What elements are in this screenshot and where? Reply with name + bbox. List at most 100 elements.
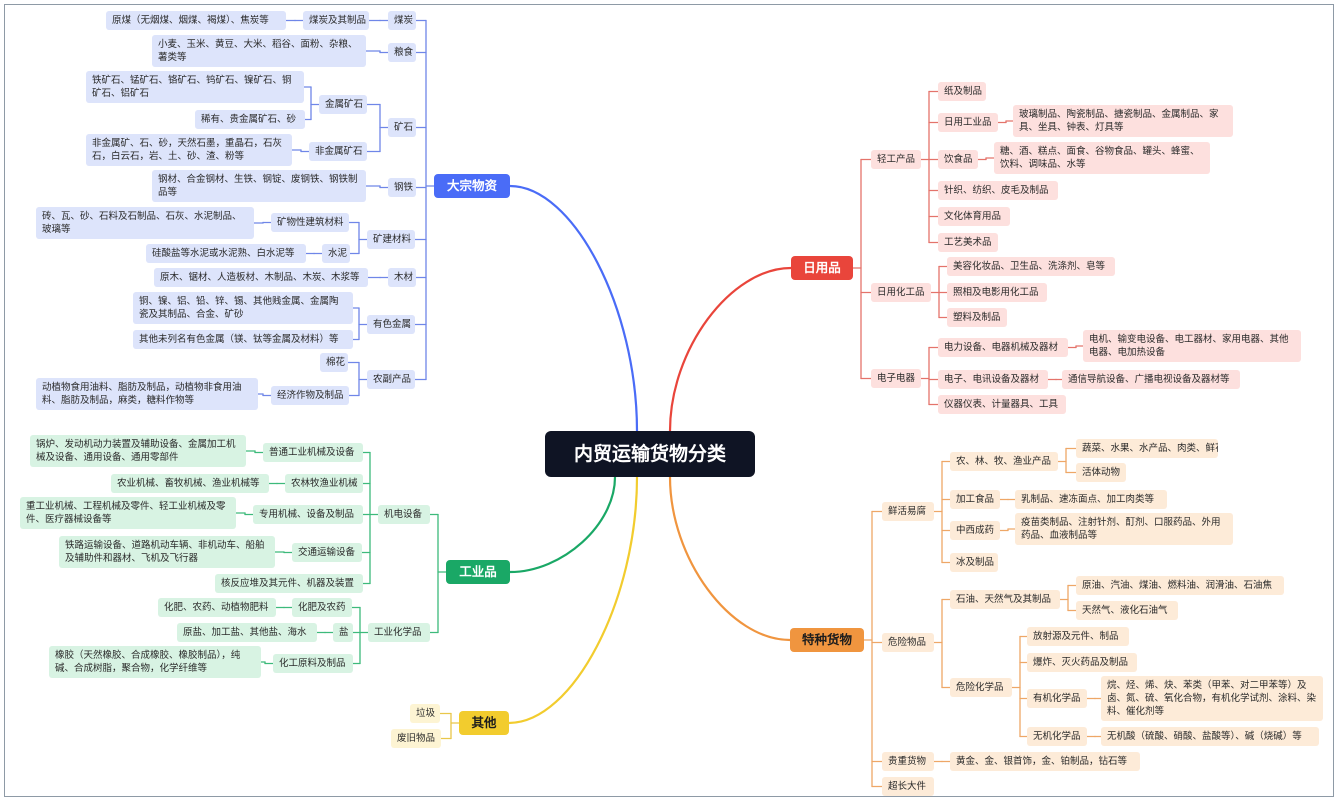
node-food-beverage[interactable]: 饮食品 [938, 150, 978, 169]
node-general-machinery[interactable]: 普通工业机械及设备 [263, 443, 363, 462]
node-instruments-tools[interactable]: 仪器仪表、计量器具、工具 [938, 395, 1066, 414]
node-agricultural-products[interactable]: 农副产品 [367, 370, 415, 389]
node-electronics[interactable]: 电子电器 [871, 369, 921, 388]
node-dangerous-goods[interactable]: 危险物品 [882, 633, 934, 652]
branch-other[interactable]: 其他 [459, 711, 509, 735]
node-petroleum[interactable]: 石油、天然气及其制品 [950, 590, 1060, 609]
leaf-wood[interactable]: 原木、锯材、人造板材、木制品、木炭、木浆等 [154, 268, 368, 287]
leaf-valuables[interactable]: 黄金、金、银首饰，金、铂制品，钻石等 [950, 752, 1140, 771]
curve-special [668, 475, 792, 642]
node-textiles[interactable]: 针织、纺织、皮毛及制品 [938, 181, 1058, 200]
branch-industrial-goods[interactable]: 工业品 [446, 560, 510, 584]
node-nuclear-reactors[interactable]: 核反应堆及其元件、机器及装置 [215, 574, 363, 593]
leaf-medicines[interactable]: 疫苗类制品、注射针剂、酊剂、口服药品、外用药品、血液制品等 [1015, 513, 1233, 545]
node-ice-products[interactable]: 冰及制品 [950, 553, 998, 572]
leaf-cement[interactable]: 硅酸盐等水泥或水泥熟、白水泥等 [146, 244, 306, 263]
node-transport-equipment[interactable]: 交通运输设备 [292, 543, 362, 562]
node-perishables[interactable]: 鲜活易腐 [882, 502, 934, 521]
leaf-general-machinery[interactable]: 锅炉、发动机动力装置及辅助设备、金属加工机械及设备、通用设备、通用零部件 [30, 435, 246, 467]
node-power-equipment[interactable]: 电力设备、电器机械及器材 [938, 338, 1068, 357]
node-metal-ore[interactable]: 金属矿石 [319, 95, 367, 114]
leaf-crude-oil[interactable]: 原油、汽油、煤油、燃料油、润滑油、石油焦 [1076, 576, 1284, 595]
leaf-other-nonferrous[interactable]: 其他未列名有色金属（镁、钛等金属及材料）等 [133, 330, 353, 349]
leaf-metal-ore-types[interactable]: 铁矿石、锰矿石、铬矿石、钨矿石、镍矿石、铜矿石、铝矿石 [86, 71, 304, 103]
node-mineral-building-materials[interactable]: 矿物性建筑材料 [271, 213, 349, 232]
branch-daily-goods[interactable]: 日用品 [791, 256, 853, 280]
leaf-fertilizers-pesticides[interactable]: 化肥、农药、动植物肥料 [158, 598, 276, 617]
node-agricultural-machinery[interactable]: 农林牧渔业机械 [285, 474, 363, 493]
node-cash-crops[interactable]: 经济作物及制品 [271, 386, 349, 405]
node-nonmetal-ore[interactable]: 非金属矿石 [309, 142, 367, 161]
root-topic[interactable]: 内贸运输货物分类 [545, 431, 755, 477]
leaf-agricultural-machinery[interactable]: 农业机械、畜牧机械、渔业机械等 [111, 474, 269, 493]
branch-bulk-goods[interactable]: 大宗物资 [434, 174, 510, 198]
node-coal[interactable]: 煤炭 [388, 11, 416, 30]
leaf-live-animals[interactable]: 活体动物 [1076, 463, 1126, 482]
node-cotton[interactable]: 棉花 [320, 353, 348, 372]
node-cement[interactable]: 水泥 [322, 244, 350, 263]
node-daily-chemicals[interactable]: 日用化工品 [871, 283, 931, 302]
curve-other [507, 475, 639, 725]
node-oversize-cargo[interactable]: 超长大件 [882, 777, 934, 796]
leaf-salt[interactable]: 原盐、加工盐、其他盐、海水 [177, 623, 317, 642]
node-steel[interactable]: 钢铁 [388, 178, 416, 197]
leaf-organic-chemicals[interactable]: 烷、烃、烯、炔、苯类（甲苯、对二甲苯等）及卤、氮、硫、氧化合物，有机化学试剂、涂… [1101, 676, 1323, 721]
node-nonferrous-metals[interactable]: 有色金属 [367, 315, 415, 334]
curve-industrial [508, 475, 617, 574]
leaf-food-beverage[interactable]: 糖、酒、糕点、面食、谷物食品、罐头、蜂蜜、饮料、调味品、水等 [994, 142, 1210, 174]
node-medicines[interactable]: 中西成药 [950, 521, 1000, 540]
node-coal-products[interactable]: 煤炭及其制品 [303, 11, 369, 30]
node-paper-products[interactable]: 纸及制品 [938, 82, 986, 101]
node-plastics[interactable]: 塑料及制品 [947, 308, 1007, 327]
leaf-vegetables-fruits[interactable]: 蔬菜、水果、水产品、肉类、鲜花等 [1076, 439, 1218, 458]
node-chemical-raw-materials[interactable]: 化工原料及制品 [273, 654, 353, 673]
leaf-special-machinery[interactable]: 重工业机械、工程机械及零件、轻工业机械及零件、医疗器械设备等 [20, 497, 236, 529]
leaf-chemical-raw-materials[interactable]: 橡胶（天然橡胶、合成橡胶、橡胶制品），纯碱、合成树脂，聚合物，化学纤维等 [49, 646, 261, 678]
leaf-inorganic-chemicals[interactable]: 无机酸（硫酸、硝酸、盐酸等）、碱（烧碱）等 [1101, 727, 1319, 746]
node-special-machinery[interactable]: 专用机械、设备及制品 [253, 505, 363, 524]
leaf-mineral-building-materials[interactable]: 砖、瓦、砂、石料及石制品、石灰、水泥制品、玻璃等 [36, 207, 254, 239]
node-photo-chemicals[interactable]: 照相及电影用化工品 [947, 283, 1047, 302]
leaf-rare-metal-ore[interactable]: 稀有、贵金属矿石、砂 [195, 110, 305, 129]
node-waste-goods[interactable]: 废旧物品 [391, 729, 441, 748]
node-organic-chemicals[interactable]: 有机化学品 [1027, 689, 1087, 708]
branch-special-cargo[interactable]: 特种货物 [790, 628, 864, 652]
curve-bulk [508, 184, 639, 433]
leaf-nonferrous-metals[interactable]: 铜、镍、铝、铅、锌、锡、其他贱金属、金属陶瓷及其制品、合金、矿砂 [133, 292, 353, 324]
leaf-telecom-equipment[interactable]: 通信导航设备、广播电视设备及器材等 [1062, 370, 1240, 389]
node-daily-industrial-goods[interactable]: 日用工业品 [938, 113, 998, 132]
node-industrial-chemicals[interactable]: 工业化学品 [368, 623, 430, 642]
node-radioactive[interactable]: 放射源及元件、制品 [1027, 627, 1129, 646]
leaf-steel[interactable]: 钢材、合金钢材、生铁、钢锭、废钢铁、钢铁制品等 [152, 170, 366, 202]
node-grain[interactable]: 粮食 [388, 43, 416, 62]
node-fertilizers-pesticides[interactable]: 化肥及农药 [292, 598, 352, 617]
leaf-grain[interactable]: 小麦、玉米、黄豆、大米、稻谷、面粉、杂粮、薯类等 [152, 35, 366, 67]
leaf-daily-industrial-goods[interactable]: 玻璃制品、陶瓷制品、搪瓷制品、金属制品、家具、坐具、钟表、灯具等 [1013, 105, 1233, 137]
leaf-cash-crops[interactable]: 动植物食用油料、脂肪及制品，动植物非食用油料、脂肪及制品，麻类，糖料作物等 [36, 378, 258, 410]
node-light-industry[interactable]: 轻工产品 [871, 150, 921, 169]
node-building-materials[interactable]: 矿建材料 [367, 230, 415, 249]
node-hazardous-chemicals[interactable]: 危险化学品 [950, 678, 1012, 697]
node-inorganic-chemicals[interactable]: 无机化学品 [1027, 727, 1087, 746]
leaf-processed-food[interactable]: 乳制品、速冻面点、加工肉类等 [1015, 490, 1167, 509]
node-salt[interactable]: 盐 [333, 623, 353, 642]
leaf-nonmetal-ore-types[interactable]: 非金属矿、石、砂，天然石墨，重晶石，石灰石，白云石，岩、土、砂、渣、粉等 [86, 134, 292, 166]
node-garbage[interactable]: 垃圾 [410, 704, 440, 723]
node-cosmetics[interactable]: 美容化妆品、卫生品、洗涤剂、皂等 [947, 257, 1115, 276]
node-arts-crafts[interactable]: 工艺美术品 [938, 233, 998, 252]
curve-daily [668, 266, 793, 433]
leaf-transport-equipment[interactable]: 铁路运输设备、道路机动车辆、非机动车、船舶及辅助件和器材、飞机及飞行器 [59, 536, 275, 568]
node-explosives[interactable]: 爆炸、灭火药品及制品 [1027, 653, 1137, 672]
node-ore[interactable]: 矿石 [388, 118, 416, 137]
leaf-coal-products[interactable]: 原煤（无烟煤、烟煤、褐煤）、焦炭等 [106, 11, 286, 30]
node-valuables[interactable]: 贵重货物 [882, 752, 934, 771]
node-processed-food[interactable]: 加工食品 [950, 490, 1000, 509]
node-mechanical-equipment[interactable]: 机电设备 [378, 505, 430, 524]
leaf-natural-gas[interactable]: 天然气、液化石油气 [1076, 601, 1178, 620]
node-telecom-equipment[interactable]: 电子、电讯设备及器材 [938, 370, 1048, 389]
node-cultural-sports[interactable]: 文化体育用品 [938, 207, 1010, 226]
leaf-power-equipment[interactable]: 电机、输变电设备、电工器材、家用电器、其他电器、电加热设备 [1083, 330, 1301, 362]
node-farm-products[interactable]: 农、林、牧、渔业产品 [950, 452, 1058, 471]
node-wood[interactable]: 木材 [388, 268, 416, 287]
